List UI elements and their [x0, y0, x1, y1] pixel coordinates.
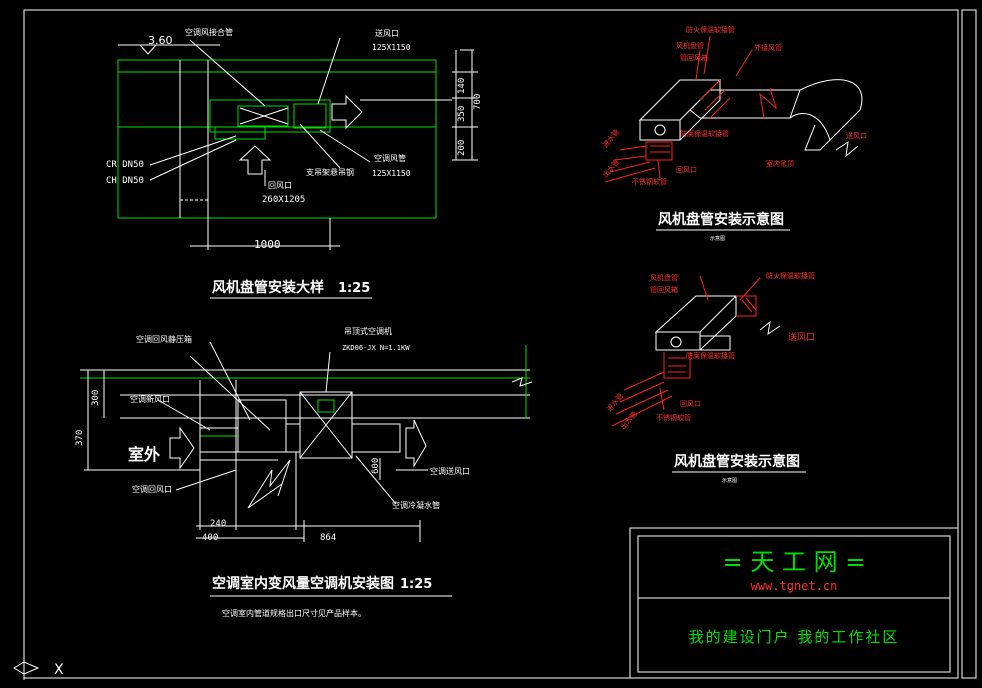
title-block — [629, 527, 959, 679]
outdoor-label: 室外 — [128, 445, 160, 464]
iso-diagram-2 — [611, 275, 781, 427]
dim-350: 350 — [457, 106, 467, 122]
iso2-flex-label: 不锈钢软管 — [656, 413, 691, 422]
iso1-flex-label: 不锈钢软管 — [632, 177, 667, 186]
hanger-label: 支吊架悬吊钢 — [306, 167, 354, 177]
iso2-subtitle: 示意图 — [722, 477, 737, 484]
section-note: 空调室内管道规格出口尺寸见产品样本。 — [222, 608, 366, 618]
plan-scale: 1:25 — [338, 281, 370, 296]
cr-pipe-label: CR DN50 — [106, 160, 144, 170]
supply-duct-label: 空调风管 — [374, 153, 406, 163]
elevation-label: 3.60 — [148, 34, 173, 47]
iso1-title: 风机盘管安装示意图 — [658, 211, 784, 228]
dim-700: 700 — [473, 94, 483, 110]
iso1-return-label: 回风口 — [676, 166, 697, 174]
section-scale: 1:25 — [400, 577, 432, 592]
fcu-connector-label: 空调风接合管 — [185, 27, 233, 37]
ucs-icon — [13, 656, 40, 680]
iso1-return-box-label: 管回风箱 — [680, 53, 708, 62]
outer-border — [961, 9, 977, 679]
iso-diagram-1 — [604, 35, 863, 183]
ch-pipe-label: CH DN50 — [106, 176, 144, 186]
dim-140: 140 — [457, 78, 467, 94]
plan-title: 风机盘管安装大样 — [212, 279, 324, 296]
iso2-fcu-label: 风机盘管 — [650, 273, 678, 282]
dim-400: 400 — [202, 533, 218, 543]
fcu-plan — [209, 99, 331, 133]
iso2-title: 风机盘管安装示意图 — [674, 453, 800, 470]
return-inlet-size: 260X1205 — [262, 195, 305, 205]
dim-200: 200 — [457, 140, 467, 156]
iso1-fcu-label: 风机盘管 — [676, 41, 704, 50]
iso1-subtitle: 示意图 — [710, 235, 725, 242]
iso1-insul-joint-label: 防腐保温软接管 — [680, 129, 729, 138]
supply-duct-size: 125X1150 — [372, 169, 411, 178]
dim-864: 864 — [320, 533, 336, 543]
unit-model-label: ZKD06-JX N=1.1KW — [342, 344, 410, 352]
fresh-air-label: 空调新风口 — [130, 394, 170, 404]
titleblock-name: = 天 工 网 = — [723, 548, 866, 576]
iso2-return-label: 回风口 — [680, 400, 701, 408]
iso1-ext-duct-label: 外接风管 — [754, 43, 782, 52]
dim-600: 600 — [371, 458, 381, 474]
muffler-label: 空调回风静压箱 — [136, 334, 192, 344]
iso1-supply-label: 送风口 — [846, 131, 867, 140]
drawing-frame — [23, 9, 959, 679]
dim-370: 370 — [75, 430, 85, 446]
supply-air-label: 空调送风口 — [430, 466, 470, 476]
condensate-label: 空调冷凝水管 — [392, 500, 440, 510]
dim-1000: 1000 — [254, 238, 281, 251]
plan-view — [117, 37, 478, 250]
section-view — [80, 341, 533, 542]
dim-240: 240 — [210, 519, 226, 529]
return-inlet-label: 回风口 — [268, 181, 292, 190]
iso1-fire-joint-label: 防火保温软接管 — [686, 25, 735, 34]
dim-300: 300 — [91, 390, 101, 406]
iso1-room-label: 室内吊顶 — [766, 159, 794, 168]
supply-outlet-size: 125X1150 — [372, 43, 411, 52]
ucs-x-label: X — [54, 662, 64, 678]
titleblock-url: www.tgnet.cn — [751, 579, 838, 593]
iso2-supply-label: 送风口 — [788, 331, 815, 343]
return-air-label: 空调回风口 — [132, 484, 172, 494]
supply-outlet-label: 送风口 — [375, 28, 399, 38]
iso2-fire-joint-label: 防火保温软接管 — [766, 271, 815, 280]
iso2-insul-joint-label: 防腐保温软接管 — [686, 351, 735, 360]
iso2-return-box-label: 管回风箱 — [650, 285, 678, 294]
unit-label: 吊顶式空调机 — [344, 326, 392, 336]
titleblock-slogan: 我的建设门户 我的工作社区 — [689, 628, 900, 646]
section-title: 空调室内变风量空调机安装图 — [212, 575, 394, 592]
